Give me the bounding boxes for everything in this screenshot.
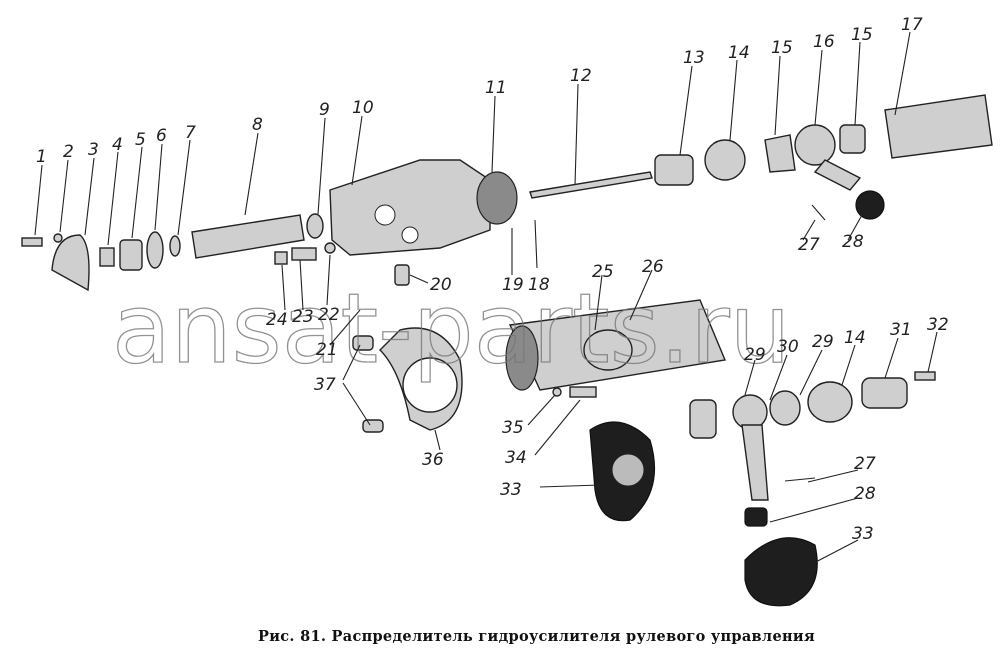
callout: 1: [36, 147, 47, 167]
callout: 22: [318, 305, 340, 325]
callout: 10: [352, 98, 374, 118]
callout-labels: 1 2 3 4 5 6 7 8 9 10 11 12 13 14 15 16 1…: [36, 15, 949, 544]
callout: 4: [112, 135, 123, 155]
callout: 24: [266, 310, 288, 330]
callout: 31: [890, 320, 912, 340]
callout: 32: [927, 315, 949, 335]
callout: 3: [88, 140, 99, 160]
callout: 28: [854, 484, 876, 504]
callout: 26: [642, 257, 664, 277]
figure-caption: Рис. 81. Распределитель гидроусилителя р…: [258, 628, 815, 645]
callout: 5: [135, 130, 146, 150]
callout: 27: [854, 454, 876, 474]
callout: 36: [422, 450, 444, 470]
callout: 11: [485, 78, 507, 98]
callout: 7: [185, 123, 196, 143]
callout: 16: [813, 32, 835, 52]
callout: 13: [683, 48, 705, 68]
callout: 12: [570, 66, 592, 86]
leader-lines: [34, 31, 938, 566]
callout: 18: [528, 275, 550, 295]
callout: 33: [500, 480, 522, 500]
callout: 35: [502, 418, 524, 438]
callout: 6: [156, 126, 167, 146]
callout: 15: [851, 25, 873, 45]
callout: 25: [592, 262, 614, 282]
callout: 29: [744, 345, 766, 365]
callout: 9: [319, 100, 330, 120]
callout: 15: [771, 38, 793, 58]
callout: 37: [314, 375, 336, 395]
callout: 19: [502, 275, 524, 295]
callout: 28: [842, 232, 864, 252]
callout: 17: [901, 15, 923, 35]
callout: 30: [777, 337, 799, 357]
callout: 34: [505, 448, 527, 468]
callout: 21: [316, 340, 338, 360]
parts-drawing: [21, 94, 993, 607]
callout: 2: [63, 142, 74, 162]
callout: 20: [430, 275, 452, 295]
callout: 14: [844, 328, 866, 348]
callout: 29: [812, 332, 834, 352]
callout: 33: [852, 524, 874, 544]
callout: 27: [798, 235, 820, 255]
callout: 23: [292, 307, 314, 327]
callout: 8: [252, 115, 263, 135]
callout: 14: [728, 43, 750, 63]
watermark: ansat-parts.ru: [112, 273, 791, 385]
